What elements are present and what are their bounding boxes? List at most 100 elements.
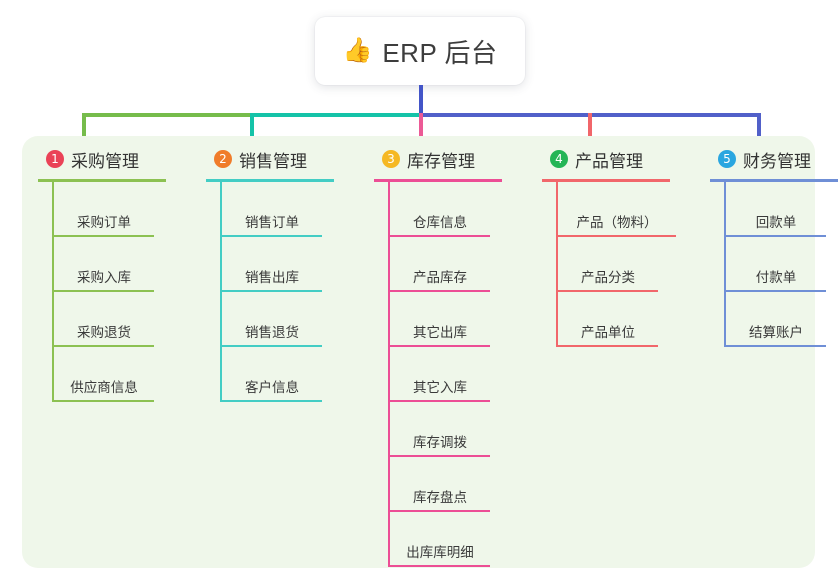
list-item[interactable]: 仓库信息 xyxy=(390,182,490,237)
list-item-label: 回款单 xyxy=(755,215,797,230)
list-item[interactable]: 结算账户 xyxy=(726,292,826,347)
list-item-label: 结算账户 xyxy=(749,325,803,340)
list-item[interactable]: 库存盘点 xyxy=(390,457,490,512)
connector-drop-finance xyxy=(757,113,761,146)
list-item-rule xyxy=(390,455,490,457)
column-badge-finance: 5 xyxy=(718,150,736,168)
list-item[interactable]: 回款单 xyxy=(726,182,826,237)
list-item[interactable]: 出库库明细 xyxy=(390,512,490,567)
list-item[interactable]: 采购入库 xyxy=(54,237,154,292)
list-item[interactable]: 客户信息 xyxy=(222,347,322,402)
connector-mid-teal xyxy=(250,113,421,117)
list-item-rule xyxy=(390,235,490,237)
list-item-label: 其它出库 xyxy=(413,325,467,340)
list-item-label: 客户信息 xyxy=(245,380,299,395)
list-item[interactable]: 付款单 xyxy=(726,237,826,292)
column-title-finance: 财务管理 xyxy=(743,151,811,171)
column-header-finance[interactable]: 5 财务管理 xyxy=(702,146,839,172)
item-list-purchase: 采购订单采购入库采购退货供应商信息 xyxy=(52,182,190,402)
connector-drop-sales xyxy=(250,113,254,146)
column-inventory: 3 库存管理仓库信息产品库存其它出库其它入库库存调拨库存盘点出库库明细 xyxy=(366,146,526,567)
list-item-label: 付款单 xyxy=(755,270,797,285)
list-item-rule xyxy=(558,290,658,292)
column-rule-sales xyxy=(206,179,334,182)
list-item[interactable]: 其它入库 xyxy=(390,347,490,402)
column-title-purchase: 采购管理 xyxy=(71,151,139,171)
list-item[interactable]: 销售退货 xyxy=(222,292,322,347)
column-badge-purchase: 1 xyxy=(46,150,64,168)
item-list-finance: 回款单付款单结算账户 xyxy=(724,182,839,347)
list-item[interactable]: 供应商信息 xyxy=(54,347,154,402)
list-item-rule xyxy=(726,345,826,347)
list-item-rule xyxy=(726,290,826,292)
list-item-label: 出库库明细 xyxy=(406,545,474,560)
column-rule-inventory xyxy=(374,179,502,182)
list-item-label: 产品（物料） xyxy=(576,215,658,230)
list-item[interactable]: 其它出库 xyxy=(390,292,490,347)
item-list-inventory: 仓库信息产品库存其它出库其它入库库存调拨库存盘点出库库明细 xyxy=(388,182,526,567)
list-item-rule xyxy=(54,235,154,237)
list-item[interactable]: 产品单位 xyxy=(558,292,658,347)
page-title: ERP 后台 xyxy=(382,37,498,68)
list-item-label: 产品库存 xyxy=(413,270,467,285)
list-item[interactable]: 产品（物料） xyxy=(558,182,676,237)
column-rule-purchase xyxy=(38,179,166,182)
item-spine-purchase xyxy=(52,182,54,402)
column-title-sales: 销售管理 xyxy=(239,151,307,171)
item-list-product: 产品（物料） 产品分类产品单位 xyxy=(556,182,694,347)
list-item-rule xyxy=(222,345,322,347)
list-item-label: 采购订单 xyxy=(77,215,131,230)
connector-left-green xyxy=(82,113,250,117)
column-finance: 5 财务管理回款单付款单结算账户 xyxy=(702,146,839,347)
root-title-card: 👍 ERP 后台 xyxy=(315,17,525,85)
item-spine-sales xyxy=(220,182,222,402)
list-item-rule xyxy=(54,400,154,402)
column-purchase: 1 采购管理采购订单采购入库采购退货供应商信息 xyxy=(30,146,190,402)
column-container: 1 采购管理采购订单采购入库采购退货供应商信息 2 销售管理销售订单销售出库销售退货客… xyxy=(22,136,838,568)
list-item-label: 销售订单 xyxy=(245,215,299,230)
column-header-sales[interactable]: 2 销售管理 xyxy=(198,146,358,172)
list-item-rule xyxy=(726,235,826,237)
list-item[interactable]: 产品分类 xyxy=(558,237,658,292)
column-rule-finance xyxy=(710,179,838,182)
connector-drop-product xyxy=(588,113,592,146)
column-rule-product xyxy=(542,179,670,182)
list-item-label: 产品单位 xyxy=(581,325,635,340)
column-title-product: 产品管理 xyxy=(575,151,643,171)
list-item-rule xyxy=(390,565,490,567)
list-item-label: 采购入库 xyxy=(77,270,131,285)
column-header-product[interactable]: 4 产品管理 xyxy=(534,146,694,172)
column-badge-sales: 2 xyxy=(214,150,232,168)
list-item-label: 供应商信息 xyxy=(70,380,138,395)
list-item-rule xyxy=(558,345,658,347)
column-title-inventory: 库存管理 xyxy=(407,151,475,171)
column-badge-inventory: 3 xyxy=(382,150,400,168)
thumbs-up-icon: 👍 xyxy=(342,37,373,64)
list-item[interactable]: 产品库存 xyxy=(390,237,490,292)
mindmap-panel: 1 采购管理采购订单采购入库采购退货供应商信息 2 销售管理销售订单销售出库销售退货客… xyxy=(22,136,838,568)
column-badge-product: 4 xyxy=(550,150,568,168)
list-item-rule xyxy=(222,235,322,237)
list-item-rule xyxy=(222,400,322,402)
list-item-rule xyxy=(54,290,154,292)
list-item-label: 销售退货 xyxy=(245,325,299,340)
column-header-purchase[interactable]: 1 采购管理 xyxy=(30,146,190,172)
connector-drop-purchase xyxy=(82,113,86,146)
column-sales: 2 销售管理销售订单销售出库销售退货客户信息 xyxy=(198,146,358,402)
list-item[interactable]: 库存调拨 xyxy=(390,402,490,457)
list-item[interactable]: 采购退货 xyxy=(54,292,154,347)
list-item-label: 采购退货 xyxy=(77,325,131,340)
column-header-inventory[interactable]: 3 库存管理 xyxy=(366,146,526,172)
list-item[interactable]: 销售订单 xyxy=(222,182,322,237)
item-list-sales: 销售订单销售出库销售退货客户信息 xyxy=(220,182,358,402)
item-spine-inventory xyxy=(388,182,390,567)
item-spine-finance xyxy=(724,182,726,347)
list-item-rule xyxy=(222,290,322,292)
list-item-label: 库存调拨 xyxy=(413,435,467,450)
list-item-rule xyxy=(390,345,490,347)
column-product: 4 产品管理产品（物料） 产品分类产品单位 xyxy=(534,146,694,347)
list-item[interactable]: 采购订单 xyxy=(54,182,154,237)
list-item-label: 销售出库 xyxy=(245,270,299,285)
list-item-label: 仓库信息 xyxy=(413,215,467,230)
list-item[interactable]: 销售出库 xyxy=(222,237,322,292)
